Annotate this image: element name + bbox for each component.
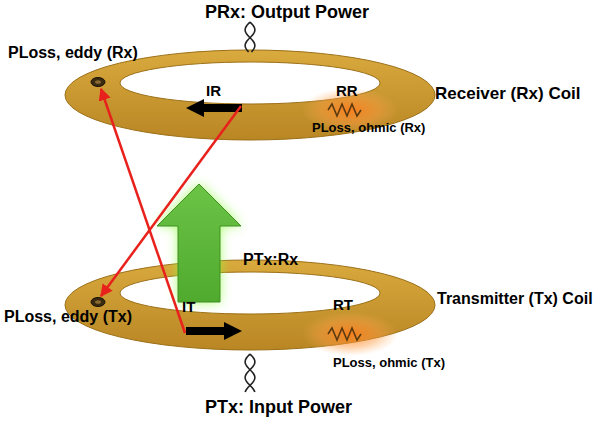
loss-label: PLoss, ohmic (Rx) [312, 121, 425, 136]
power-transfer-label: PTx:Rx [243, 251, 298, 269]
loss-label: PLoss, eddy (Rx) [8, 44, 138, 62]
eddy-spot [91, 298, 105, 307]
eddy-spot [91, 78, 105, 87]
eddy-spot [95, 300, 101, 304]
loss-label: PLoss, ohmic (Tx) [333, 356, 445, 371]
wire-strand [245, 22, 255, 52]
wire-strand [245, 354, 255, 392]
resistance-label: RR [336, 82, 358, 99]
loss-label: PLoss, eddy (Tx) [4, 308, 132, 326]
resistor-symbol [328, 104, 361, 116]
coil-label: Receiver (Rx) Coil [435, 84, 581, 104]
power-label: PRx: Output Power [205, 2, 369, 23]
current-label: IT [182, 298, 195, 315]
resistance-label: RT [333, 296, 353, 313]
wire-strand [245, 354, 255, 392]
resistor-symbol [328, 328, 361, 340]
power-label: PTx: Input Power [205, 397, 352, 418]
current-label: IR [206, 82, 221, 99]
eddy-spot [95, 80, 101, 84]
ohmic-glow [302, 312, 398, 356]
coil-ring-shape [65, 260, 435, 350]
coil-label: Transmitter (Tx) Coil [437, 290, 593, 308]
coil-ring-shape [65, 50, 435, 140]
wire-strand [245, 22, 255, 52]
